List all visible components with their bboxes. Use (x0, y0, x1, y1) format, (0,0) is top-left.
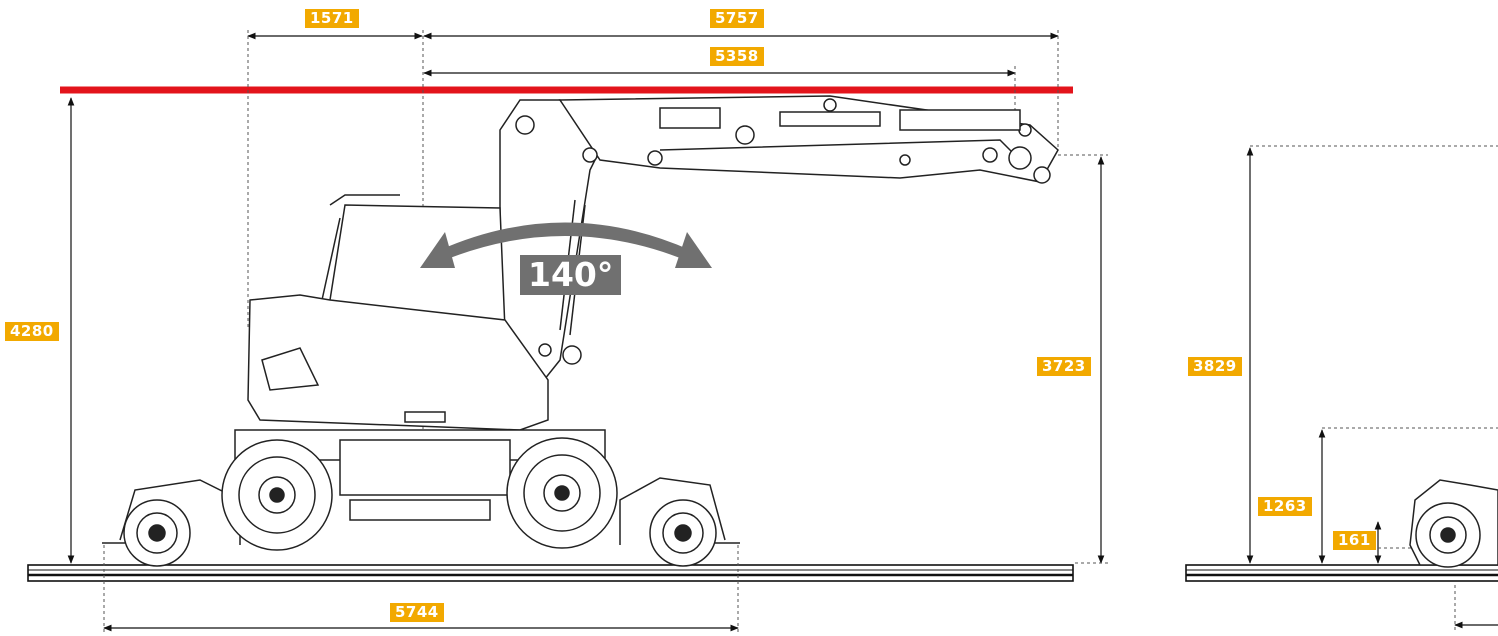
dim-side-low-height: 161 (1333, 531, 1376, 550)
dim-overall-height: 4280 (5, 322, 59, 341)
rail-right (1185, 564, 1498, 582)
side-view-machine (1409, 479, 1498, 568)
boom-arm (499, 95, 1059, 387)
cab (247, 194, 549, 431)
side-dimension-lines (1246, 147, 1498, 629)
dim-wheelbase: 5744 (390, 603, 444, 622)
dim-side-mid-height: 1263 (1258, 497, 1312, 516)
wheels (123, 437, 717, 567)
dim-tail-offset: 1571 (305, 9, 359, 28)
swing-arrow (420, 222, 712, 268)
dimension-lines (67, 32, 1105, 632)
chassis (102, 429, 740, 545)
rail-left (27, 564, 1074, 582)
dim-side-height: 3829 (1188, 357, 1242, 376)
dim-pin-height: 3723 (1037, 357, 1091, 376)
dim-reach-total: 5757 (710, 9, 764, 28)
dim-reach-inner: 5358 (710, 47, 764, 66)
swing-angle-label: 140° (520, 255, 622, 295)
